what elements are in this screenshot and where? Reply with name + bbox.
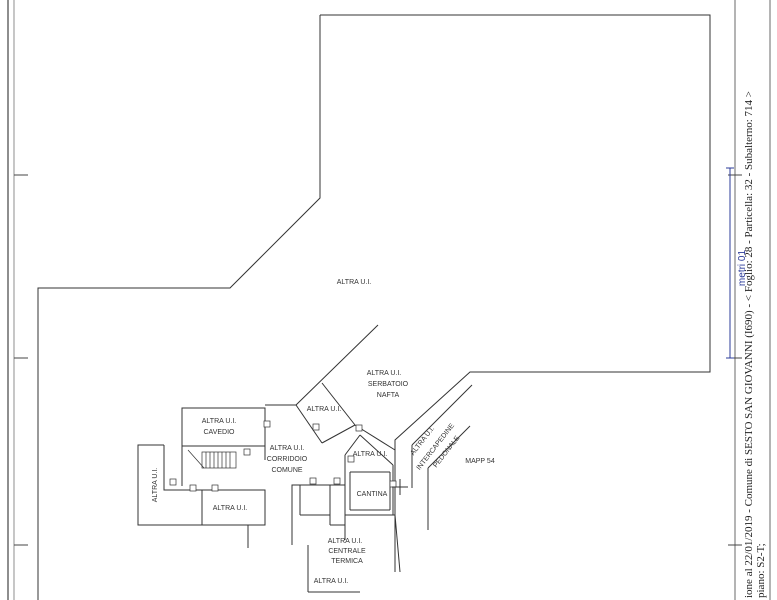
label-bottom-left: ALTRA U.I. xyxy=(213,505,248,512)
scale-bar xyxy=(726,167,734,359)
cross-marker xyxy=(392,479,408,495)
sidebar-line-1: ione al 22/01/2019 - Comune di SESTO SAN… xyxy=(743,91,755,598)
label-cavedio-1: ALTRA U.I. xyxy=(202,418,237,425)
scale-label: metri 01 xyxy=(737,250,748,287)
staircase xyxy=(187,449,237,469)
label-small-right: ALTRA U.I. xyxy=(353,451,388,458)
label-corridoio-3: COMUNE xyxy=(271,467,302,474)
label-small-mid: ALTRA U.I. xyxy=(307,406,342,413)
label-serbatoio-2: SERBATOIO xyxy=(368,381,409,388)
sidebar-line-2: piano: S2-T; xyxy=(755,543,767,598)
left-rooms xyxy=(137,444,266,548)
label-serbatoio-3: NAFTA xyxy=(377,392,400,399)
label-corridoio-1: ALTRA U.I. xyxy=(270,445,305,452)
label-cavedio-2: CAVEDIO xyxy=(204,429,236,436)
building-outline xyxy=(37,14,711,600)
label-mapp: MAPP 54 xyxy=(465,458,495,465)
page-frame xyxy=(7,0,771,600)
central-rooms xyxy=(265,324,396,516)
label-bottom: ALTRA U.I. xyxy=(314,578,349,585)
label-corridoio-2: CORRIDOIO xyxy=(267,456,308,463)
label-main: ALTRA U.I. xyxy=(337,279,372,286)
intercapedine-corridor xyxy=(411,384,473,530)
door-symbols xyxy=(169,420,397,492)
label-centrale-1: ALTRA U.I. xyxy=(328,538,363,545)
label-vertical-left: ALTRA U.I. xyxy=(152,468,159,503)
centrale-termica-room xyxy=(291,484,401,593)
label-centrale-3: TERMICA xyxy=(331,558,363,565)
label-centrale-2: CENTRALE xyxy=(328,548,366,555)
label-cantina: CANTINA xyxy=(357,491,388,498)
label-serbatoio-1: ALTRA U.I. xyxy=(367,370,402,377)
